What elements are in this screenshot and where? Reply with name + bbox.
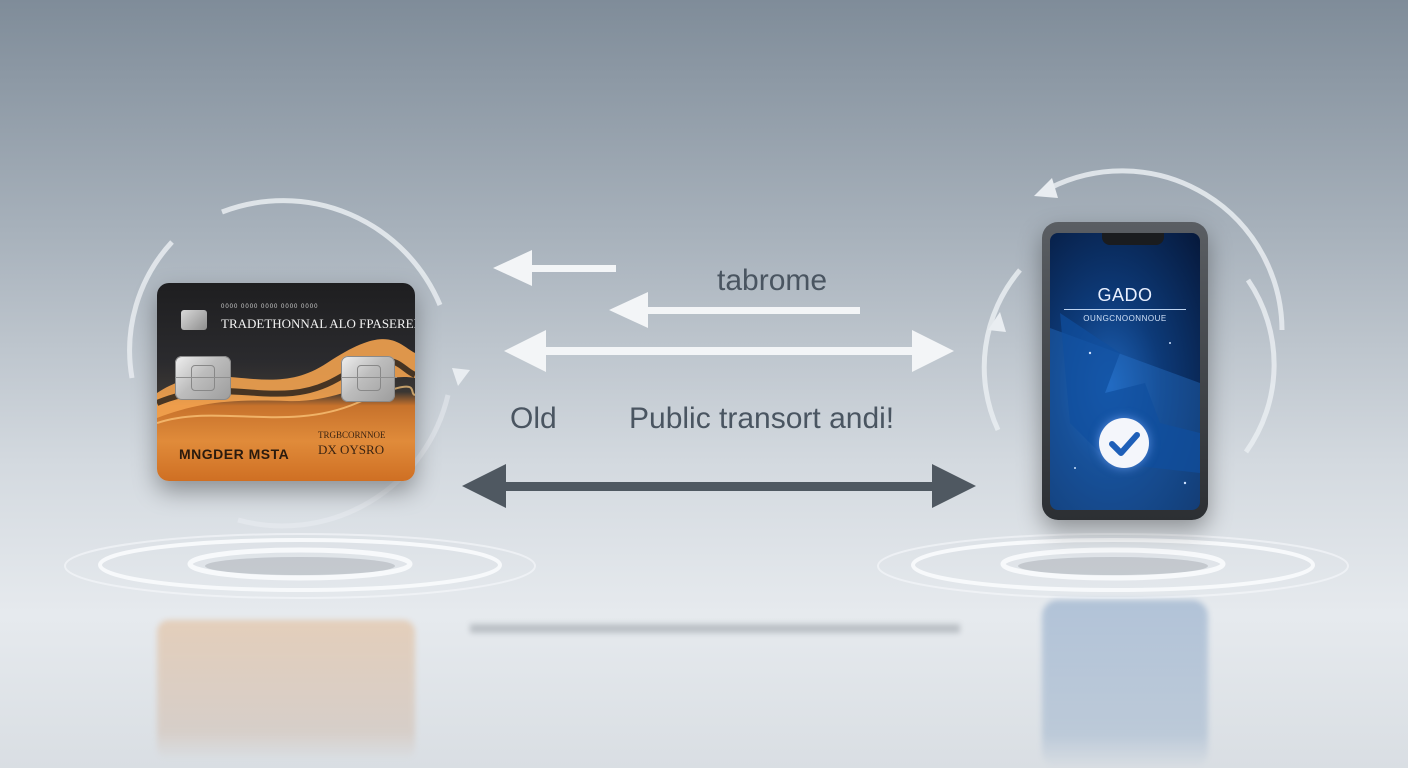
arrow-reflection [470, 624, 960, 633]
card-logo-icon [181, 310, 207, 330]
traditional-card: 0000 0000 0000 0000 0000 TRADETHONNAL AL… [157, 283, 415, 481]
card-platform-rings [64, 533, 536, 599]
phone-app-title: GADO [1097, 285, 1153, 305]
top-label: tabrome [717, 264, 828, 297]
card-small-text: TRGBCORNNOE [318, 430, 386, 440]
public-transport-label: Public transort andi! [629, 402, 895, 435]
card-fineprint: 0000 0000 0000 0000 0000 [221, 304, 319, 310]
ring-arrowhead-icon [988, 312, 1006, 332]
card-holder-name: MNGDER MSTA [179, 446, 290, 462]
rotation-ring-icon [127, 198, 451, 529]
card-chip-icon [341, 356, 397, 402]
arrow-left-icon [493, 250, 616, 286]
card-reflection [157, 620, 415, 760]
phone-platform-rings [877, 533, 1349, 599]
card-number: DX OYSRO [318, 442, 385, 457]
double-arrow-icon [504, 330, 954, 372]
phone-notch [1102, 233, 1164, 245]
card-title: TRADETHONNAL ALO FPASERED [221, 316, 415, 331]
smartphone: GADO OUNGCNOONNOUE [1042, 222, 1208, 520]
phone-subtitle: OUNGCNOONNOUE [1083, 314, 1167, 323]
phone-screen: GADO OUNGCNOONNOUE [1050, 233, 1200, 510]
arrow-left-icon [609, 292, 860, 328]
double-arrow-icon [462, 464, 976, 508]
checkmark-icon [1099, 418, 1149, 468]
card-chip-icon [175, 356, 231, 400]
phone-screen-art [1050, 292, 1200, 510]
phone-divider [1064, 309, 1186, 310]
ring-arrowhead-icon [452, 368, 470, 386]
ring-arrowhead-icon [1034, 178, 1058, 198]
phone-reflection [1042, 600, 1208, 768]
rotation-ring-icon [981, 168, 1285, 454]
old-label: Old [510, 402, 557, 435]
